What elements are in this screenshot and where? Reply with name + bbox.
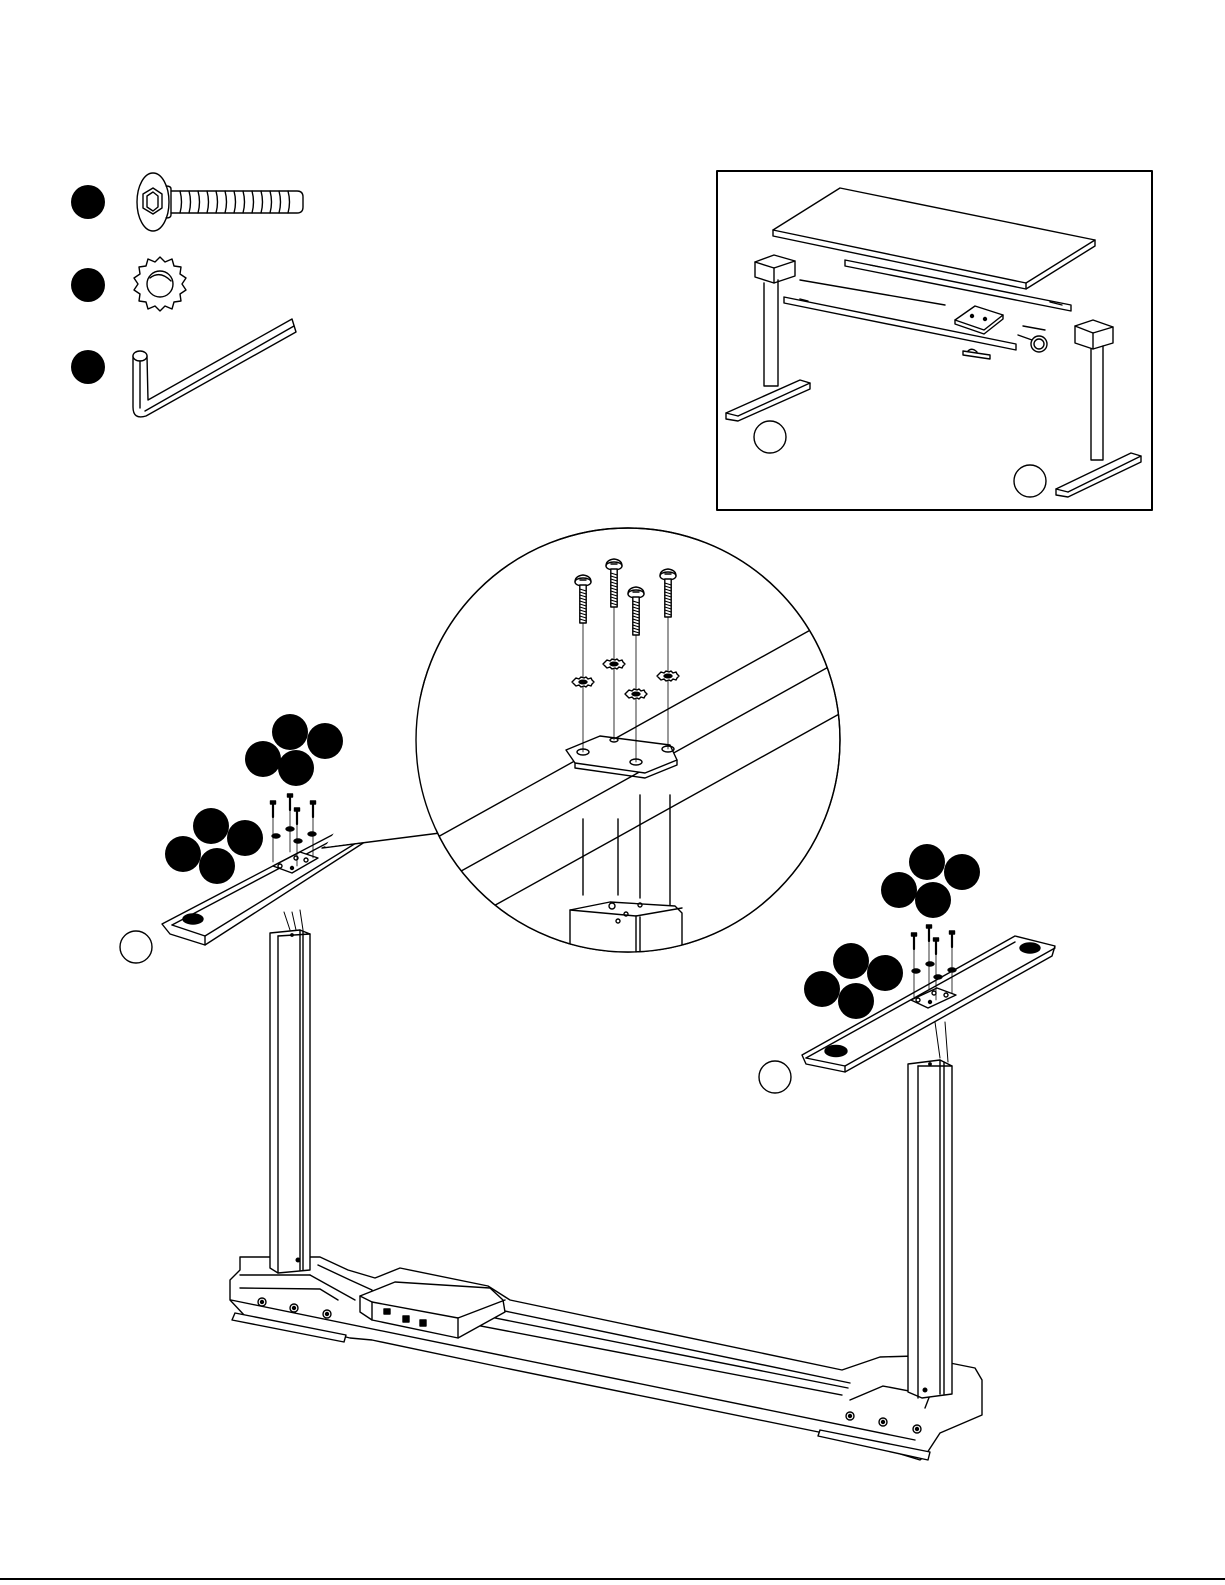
right-foot-callout — [759, 1061, 791, 1093]
right-column — [908, 1022, 952, 1398]
allen-key-icon — [133, 319, 296, 417]
part-callout-washer — [71, 268, 105, 302]
left-foot-callout — [120, 931, 152, 963]
parts-item-lock-washer — [71, 257, 186, 311]
page-bottom-rule — [0, 1578, 1225, 1580]
overview-inset — [717, 171, 1152, 510]
right-bolt-markers — [881, 844, 980, 918]
left-washer-markers — [165, 808, 263, 884]
hex-socket-bolt-icon — [137, 173, 303, 231]
right-foot-leveler — [825, 1046, 847, 1057]
star-lock-washer-icon — [134, 257, 186, 311]
left-foot-leveler — [183, 914, 203, 924]
inset-callout-left — [754, 421, 786, 453]
left-column — [270, 910, 310, 1273]
left-bolt-markers — [245, 714, 343, 786]
part-callout-allen-key — [71, 350, 105, 384]
detail-zoom — [322, 528, 850, 960]
part-callout-bolt — [71, 185, 105, 219]
base-frame — [230, 1257, 982, 1460]
inset-callout-right — [1014, 465, 1046, 497]
parts-item-bolt — [71, 173, 303, 231]
parts-item-allen-key — [71, 319, 296, 417]
parts-list — [71, 173, 303, 417]
